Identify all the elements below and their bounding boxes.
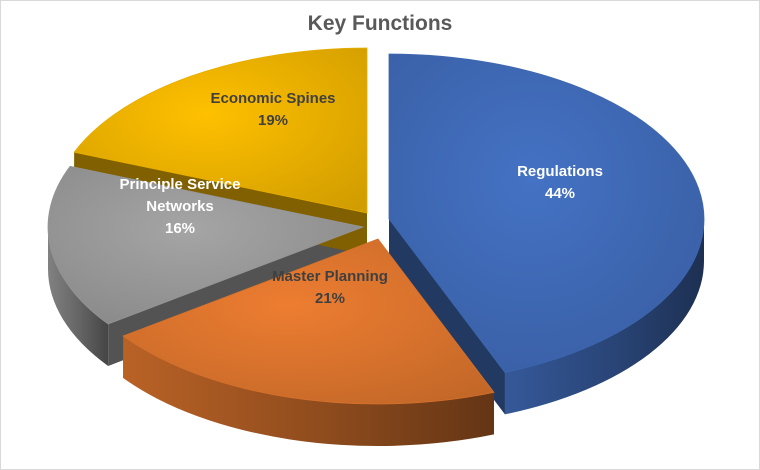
slice-side-2 <box>47 227 109 366</box>
slice-value-label: 16% <box>165 220 195 237</box>
slice-cut-face-0 <box>389 219 505 415</box>
slice-side-0 <box>504 219 704 415</box>
pie-slice-master-planning <box>122 238 495 405</box>
slice-category-label: Economic Spines <box>210 90 335 107</box>
slice-side-1 <box>123 335 494 446</box>
pie-slice-regulations <box>388 53 705 373</box>
slice-category-label: Master Planning <box>272 268 388 285</box>
slice-category-label: Regulations <box>517 163 603 180</box>
data-label-0: Regulations 44% <box>517 163 603 202</box>
pie-slice-principle-service-networks <box>47 165 365 325</box>
data-label-1: Master Planning 21% <box>272 268 388 307</box>
data-label-3: Economic Spines 19% <box>210 90 335 129</box>
chart-title: Key Functions <box>307 12 453 35</box>
slice-value-label: 21% <box>315 290 345 307</box>
slice-category-label: Networks <box>146 198 214 215</box>
pie-slice-economic-spines <box>73 47 368 214</box>
slice-value-label: 19% <box>258 112 288 129</box>
slice-category-label: Principle Service <box>120 176 241 193</box>
slice-value-label: 44% <box>545 185 575 202</box>
